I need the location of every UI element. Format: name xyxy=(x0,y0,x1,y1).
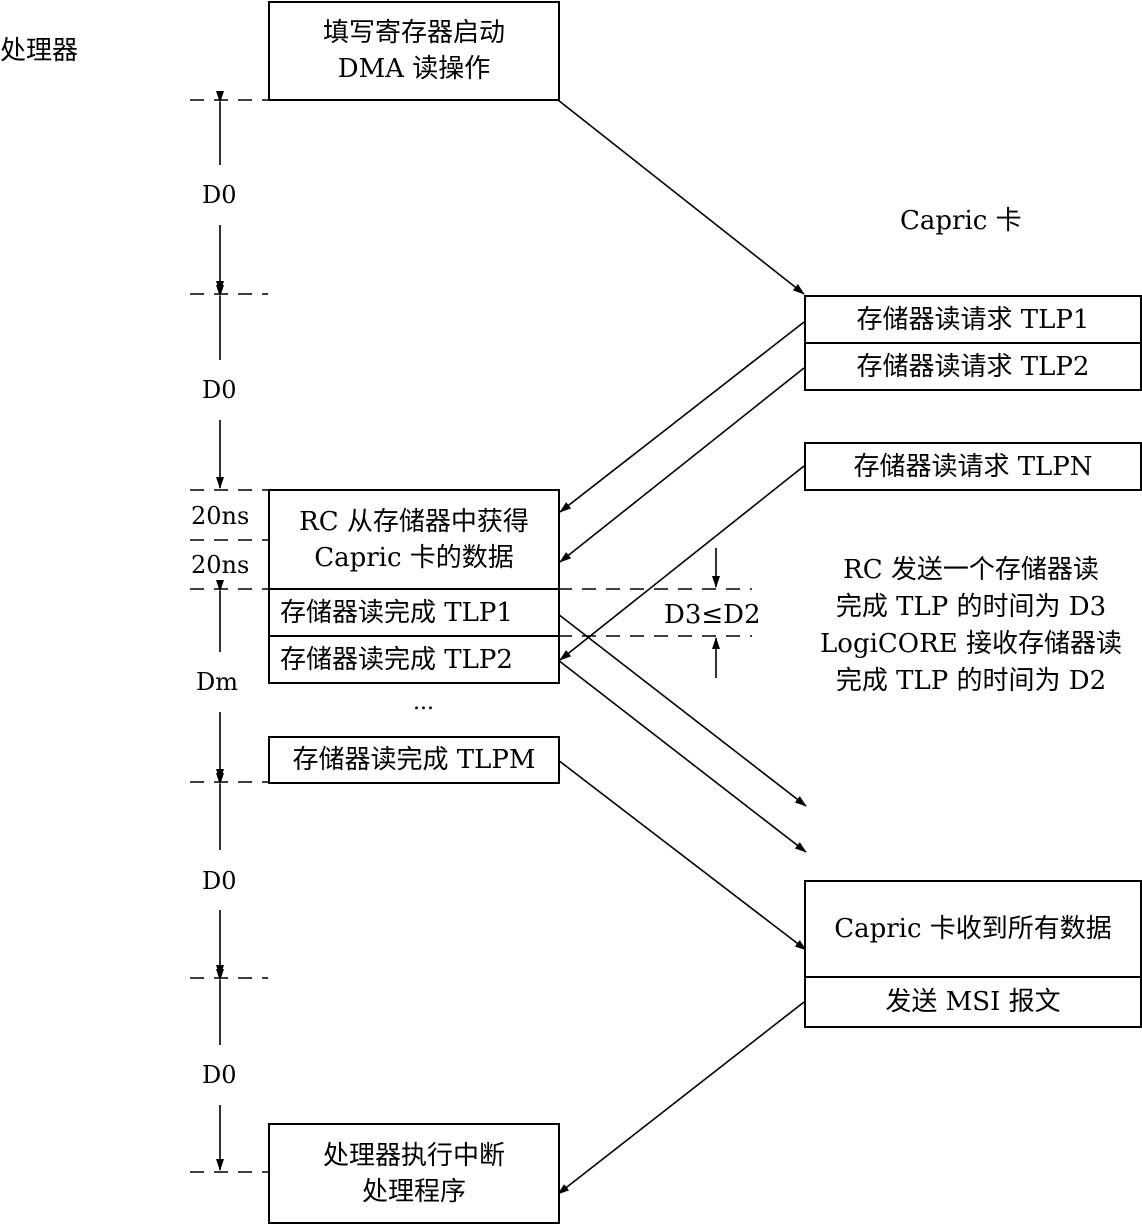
read-request-tlp2-box: 存储器读请求 TLP2 xyxy=(804,342,1142,391)
interrupt-line-1: 处理器执行中断 xyxy=(322,1140,505,1171)
read-request-tlp1-box: 存储器读请求 TLP1 xyxy=(804,295,1142,344)
processor-lane-label: 处理器 xyxy=(0,36,79,66)
dma-start-line-2: DMA 读操作 xyxy=(337,54,491,84)
completion-tlpm-box: 存储器读完成 TLPM xyxy=(268,736,560,784)
completion-ellipsis: ... xyxy=(413,690,434,715)
completion-tlp1-box: 存储器读完成 TLP1 xyxy=(268,588,560,637)
note-line-1: RC 发送一个存储器读 xyxy=(843,555,1099,585)
dimension-arrows xyxy=(216,91,720,1171)
note-line-3: LogiCORE 接收存储器读 xyxy=(820,629,1122,659)
interrupt-line-2: 处理程序 xyxy=(361,1176,466,1207)
rc-fetch-line-1: RC 从存储器中获得 xyxy=(299,506,529,537)
timing-d0-3: D0 xyxy=(202,867,237,895)
dma-start-box: 填写寄存器启动 DMA 读操作 xyxy=(268,1,560,101)
card-lane-label: Capric 卡 xyxy=(900,206,1022,236)
timing-note: RC 发送一个存储器读 完成 TLP 的时间为 D3 LogiCORE 接收存储… xyxy=(800,552,1142,700)
rc-fetch-box: RC 从存储器中获得 Capric 卡的数据 xyxy=(268,489,560,590)
d3-le-d2-label: D3≤D2 xyxy=(664,600,761,630)
send-msi-box: 发送 MSI 报文 xyxy=(804,976,1142,1028)
timing-20ns-2: 20ns xyxy=(191,551,250,579)
dma-start-line-1: 填写寄存器启动 xyxy=(322,18,505,48)
timing-d0-2: D0 xyxy=(202,376,237,404)
timing-20ns-1: 20ns xyxy=(191,502,250,530)
timing-d0-4: D0 xyxy=(202,1061,237,1089)
note-line-4: 完成 TLP 的时间为 D2 xyxy=(835,666,1107,696)
note-line-2: 完成 TLP 的时间为 D3 xyxy=(835,592,1107,622)
completion-tlp2-box: 存储器读完成 TLP2 xyxy=(268,635,560,684)
read-request-tlpn-box: 存储器读请求 TLPN xyxy=(804,442,1142,491)
timing-dm: Dm xyxy=(196,668,238,696)
timing-d0-1: D0 xyxy=(202,181,237,209)
data-received-box: Capric 卡收到所有数据 xyxy=(804,880,1142,978)
rc-fetch-line-2: Capric 卡的数据 xyxy=(314,542,514,573)
message-arrows xyxy=(557,99,807,1195)
interrupt-handler-box: 处理器执行中断处理程序 xyxy=(268,1123,560,1224)
